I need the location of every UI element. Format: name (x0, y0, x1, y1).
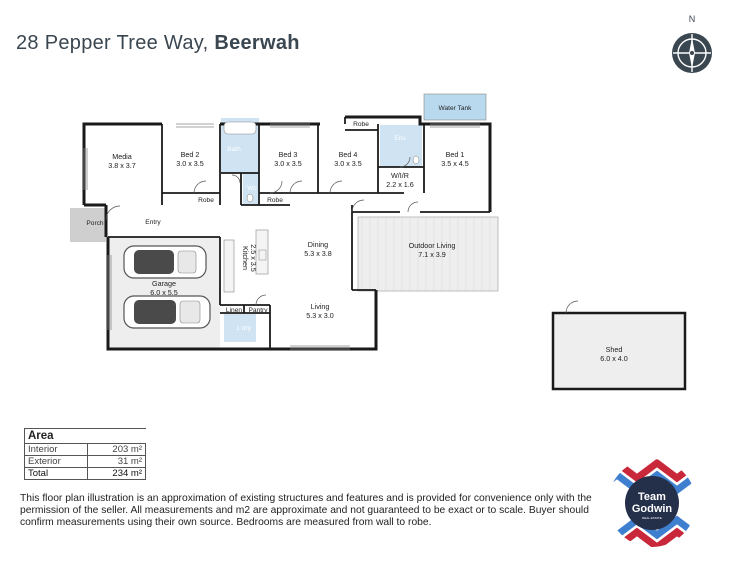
robe-bed3-label: Robe (267, 197, 283, 204)
logo-line2: Godwin (632, 503, 673, 515)
kitchen-size: 2.5 x 3.5 (249, 244, 258, 272)
interior-walls (108, 117, 490, 349)
address-street: 28 Pepper Tree Way, (16, 32, 215, 54)
area-row-total: Total 234 m² (24, 467, 146, 480)
compass-icon: N (672, 14, 712, 73)
logo-line1: Team (638, 491, 666, 503)
logo-tagline: REAL ESTATE (642, 516, 662, 520)
ensuite-label: Ens (394, 135, 406, 142)
porch-floor (70, 208, 106, 242)
shed-label: Shed (606, 345, 623, 354)
wir-label: W/I/R (391, 171, 409, 180)
bed1-label: Bed 1 (446, 150, 465, 159)
pantry-label: Pantry (248, 307, 268, 314)
area-row-interior: Interior 203 m² (24, 443, 146, 456)
outdoor-living-label: Outdoor Living (409, 241, 456, 250)
area-total-label: Total (24, 467, 88, 480)
area-row-value: 203 m² (87, 443, 146, 456)
ensuite-toilet-icon (412, 155, 420, 165)
living-label: Living (311, 302, 330, 311)
outdoor-living-size: 7.1 x 3.9 (418, 250, 446, 259)
area-row-exterior: Exterior 31 m² (24, 455, 146, 468)
bed3-label: Bed 3 (279, 150, 298, 159)
kitchen-label: Kitchen (241, 246, 250, 270)
team-godwin-logo: Team Godwin REAL ESTATE (608, 459, 696, 547)
area-total-value: 234 m² (87, 467, 146, 480)
decking-lines (361, 217, 491, 291)
linen-label: Linen (226, 307, 242, 314)
water-tank-shape (423, 93, 487, 121)
doors (105, 156, 419, 306)
garage-label: Garage (152, 279, 176, 288)
dining-label: Dining (308, 240, 328, 249)
area-table-title: Area (24, 428, 146, 444)
shed-outline (551, 311, 687, 391)
bathtub-icon (223, 121, 257, 135)
bed4-size: 3.0 x 3.5 (334, 159, 362, 168)
area-row-label: Exterior (24, 455, 88, 468)
shed-size: 6.0 x 4.0 (600, 354, 628, 363)
bed2-size: 3.0 x 3.5 (176, 159, 204, 168)
porch-label: Porch (86, 220, 104, 227)
entry-label: Entry (145, 219, 161, 226)
sink-icon (258, 249, 267, 261)
laundry-label: L'dry (237, 325, 252, 332)
bed1-size: 3.5 x 4.5 (441, 159, 469, 168)
garage-size: 6.0 x 5.5 (150, 288, 178, 297)
windows (83, 123, 480, 350)
bed3-size: 3.0 x 3.5 (274, 159, 302, 168)
outdoor-living-floor (357, 216, 499, 292)
compass-north-label: N (689, 14, 696, 24)
bed2-label: Bed 2 (181, 150, 200, 159)
wir-size: 2.2 x 1.6 (386, 180, 414, 189)
media-size: 3.8 x 3.7 (108, 161, 136, 170)
area-row-value: 31 m² (87, 455, 146, 468)
media-label: Media (112, 152, 132, 161)
car-icon-bottom (123, 295, 211, 329)
living-size: 5.3 x 3.0 (306, 311, 334, 320)
area-table: Area Interior 203 m² Exterior 31 m² Tota… (24, 428, 146, 480)
wc-label: Wc (247, 185, 257, 192)
robe-bed4-label: Robe (353, 121, 369, 128)
shed-door (565, 300, 579, 314)
address-suburb: Beerwah (214, 32, 300, 54)
disclaimer-text: This floor plan illustration is an appro… (20, 493, 592, 528)
water-tank-label: Water Tank (439, 105, 473, 112)
area-row-label: Interior (24, 443, 88, 456)
property-address: 28 Pepper Tree Way, Beerwah (16, 32, 300, 55)
car-icon-top (123, 245, 207, 279)
dining-size: 5.3 x 3.8 (304, 249, 332, 258)
bed4-label: Bed 4 (339, 150, 358, 159)
bath-label: Bath (227, 146, 241, 153)
kitchen-island (255, 229, 269, 275)
area-table-header: Area (24, 428, 146, 444)
kitchen-bench-back (223, 239, 235, 293)
laundry-floor (224, 314, 256, 342)
robe-bed2-label: Robe (198, 197, 214, 204)
toilet-icon (246, 193, 254, 203)
